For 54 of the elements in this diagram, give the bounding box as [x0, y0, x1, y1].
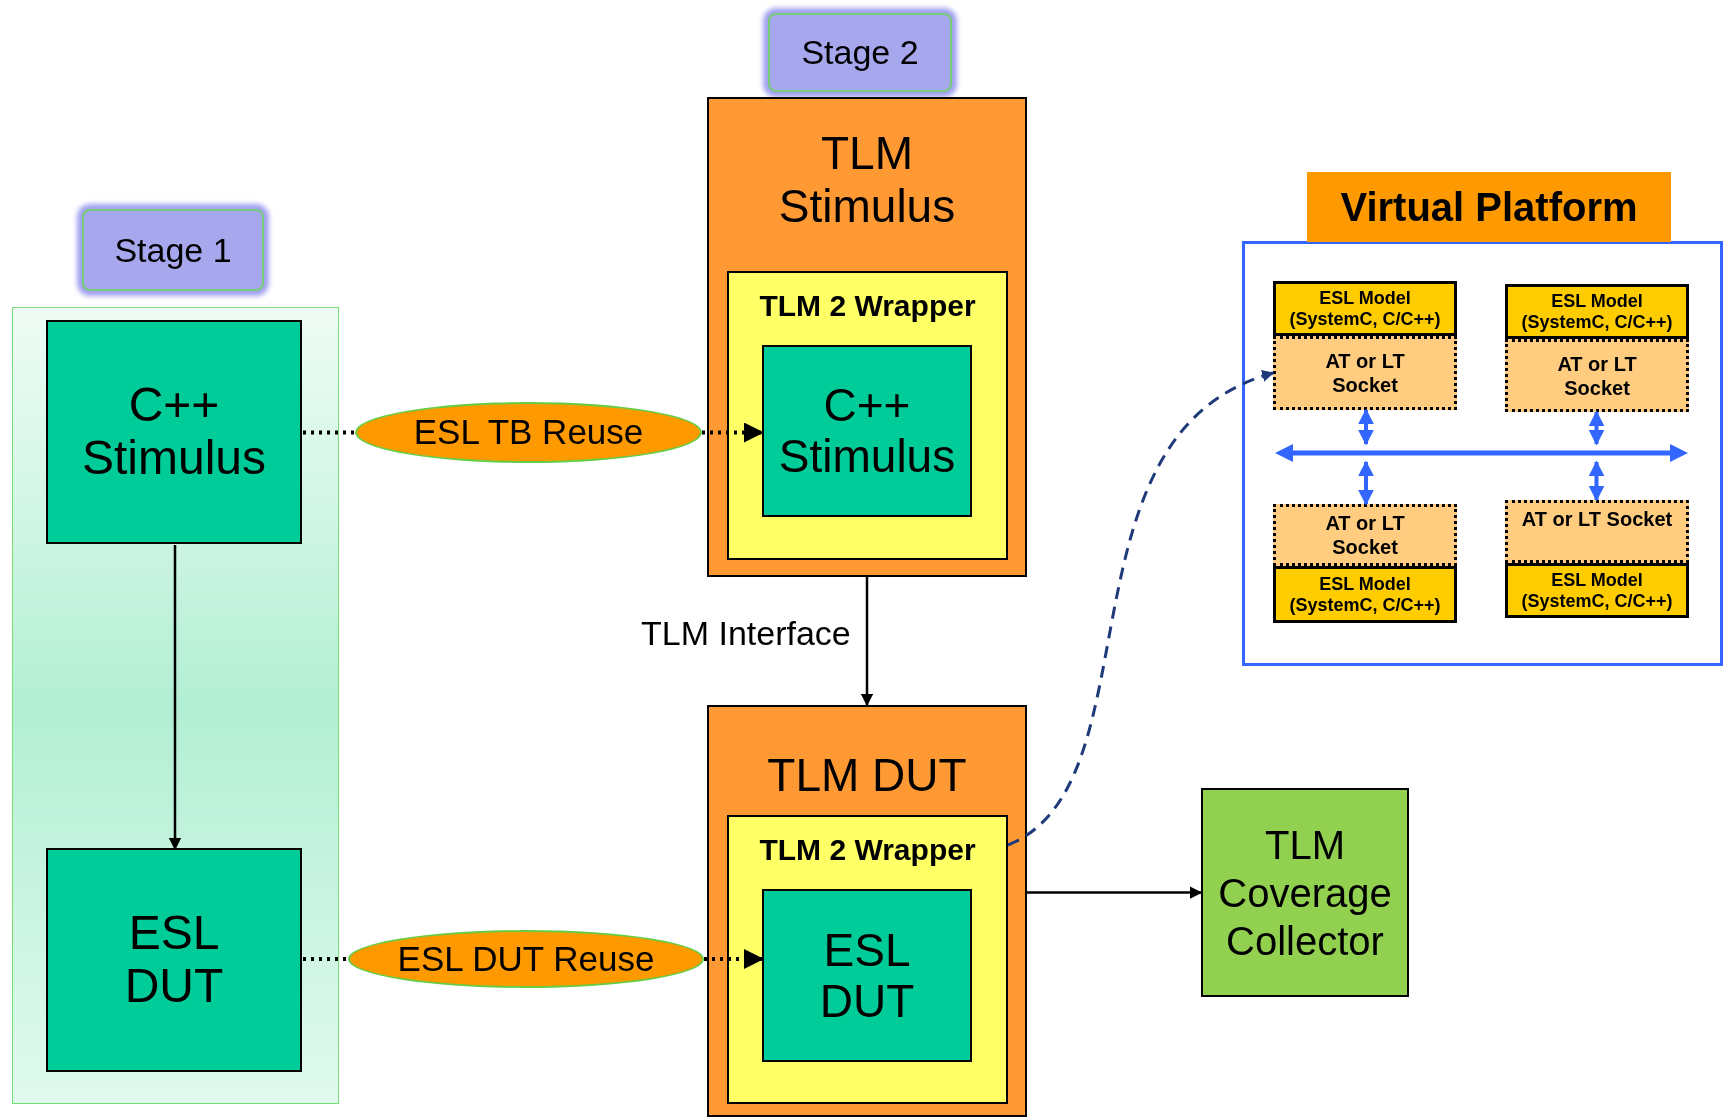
badge — [82, 209, 264, 291]
process-box — [46, 320, 302, 544]
bus-arrow — [1275, 444, 1688, 462]
socket-box — [1273, 336, 1457, 410]
socket-box — [1505, 500, 1689, 563]
arrow — [1027, 886, 1203, 899]
dotted-arrow — [704, 949, 764, 969]
container-box — [707, 97, 1027, 577]
arrow — [1588, 460, 1605, 502]
badge — [768, 13, 952, 92]
socket-box — [1273, 504, 1457, 566]
arrow — [1358, 408, 1374, 446]
dotted-arrow — [1007, 371, 1275, 847]
socket-box — [1505, 339, 1689, 412]
process-box — [762, 345, 972, 517]
node-label: AT or LT Socket — [1521, 507, 1673, 531]
model-box — [1505, 284, 1689, 339]
dotted-arrow — [702, 422, 764, 443]
arrow — [168, 545, 182, 851]
arrow — [1358, 460, 1374, 506]
stage-label: Stage 1 — [114, 229, 232, 271]
model-box — [1273, 281, 1457, 336]
container-box — [707, 705, 1027, 1117]
process-box — [1201, 788, 1409, 997]
node-label: ESL Model (SystemC, C/C++) — [1288, 573, 1442, 616]
ellipse-label: ESL TB Reuse — [413, 411, 644, 454]
arrow — [860, 577, 874, 707]
process-box — [46, 848, 302, 1072]
wrapper-box — [727, 271, 1008, 560]
node-label: ESL DUT — [123, 907, 225, 1013]
box-heading: TLM 2 Wrapper — [758, 832, 977, 868]
node-label: ESL Model (SystemC, C/C++) — [1520, 569, 1674, 612]
box-heading: TLM DUT — [766, 748, 968, 803]
process-box — [762, 889, 972, 1062]
arrow — [1588, 410, 1605, 446]
platform-heading: Virtual Platform — [1307, 172, 1671, 242]
node-label: C++ Stimulus — [777, 380, 957, 482]
node-label: AT or LT Socket — [1324, 511, 1406, 559]
wrapper-box — [727, 815, 1008, 1104]
node-label: AT or LT Socket — [1556, 351, 1638, 400]
box-heading: TLM 2 Wrapper — [758, 288, 977, 324]
box-heading: TLM Stimulus — [777, 127, 957, 233]
model-box — [1273, 566, 1457, 623]
ellipse-label: ESL DUT Reuse — [397, 937, 655, 980]
node-label: C++ Stimulus — [80, 379, 268, 485]
node-label: ESL DUT — [818, 924, 916, 1027]
node-label: ESL Model (SystemC, C/C++) — [1520, 290, 1674, 333]
stage-panel — [12, 307, 339, 1104]
reuse-ellipse — [348, 930, 704, 988]
node-label: TLM Coverage Collector — [1217, 821, 1393, 965]
stage-label: Stage 2 — [801, 32, 919, 73]
model-box — [1505, 563, 1689, 618]
node-label: ESL Model (SystemC, C/C++) — [1288, 287, 1442, 330]
node-label: AT or LT Socket — [1324, 349, 1406, 397]
